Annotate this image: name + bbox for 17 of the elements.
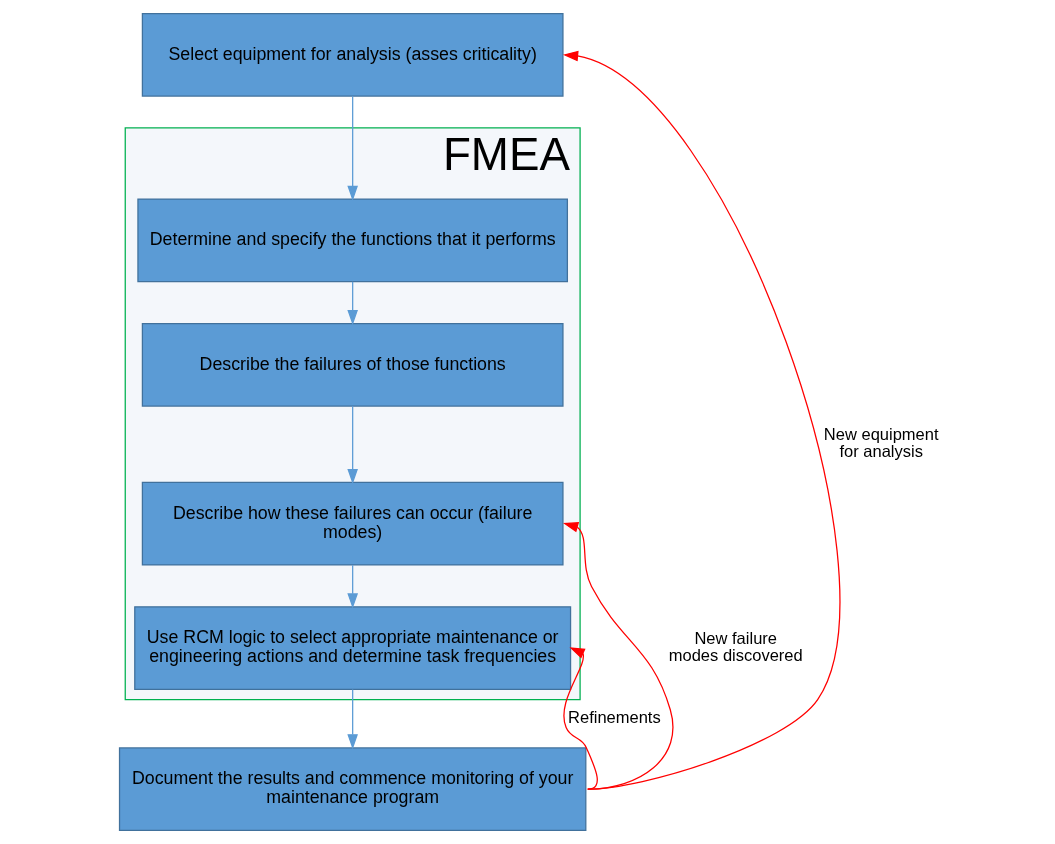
arrow	[562, 50, 840, 790]
node-box: Describe the failures of those functions	[141, 322, 564, 407]
node-box: Document the results and commence monitoring of your maintenance program	[118, 747, 586, 832]
arrow	[346, 95, 358, 201]
edge-label: Refinements	[567, 707, 661, 726]
arrow	[346, 405, 358, 485]
edge-label: New equipment for analysis	[823, 424, 939, 461]
node-box: Describe how these failures can occur (failure modes)	[141, 481, 564, 566]
node-box: Select equipment for analysis (asses criticality)	[141, 12, 564, 97]
edge-label: New failure modes discovered	[668, 628, 803, 665]
arrow	[346, 564, 358, 609]
node-box: Determine and specify the functions that it performs	[136, 198, 568, 283]
arrow	[562, 522, 673, 790]
arrow	[562, 647, 598, 790]
arrow	[346, 688, 358, 750]
arrow	[346, 281, 358, 326]
node-box: Use RCM logic to select appropriate maintenance or engineering actions and determine task frequencies	[133, 606, 571, 691]
